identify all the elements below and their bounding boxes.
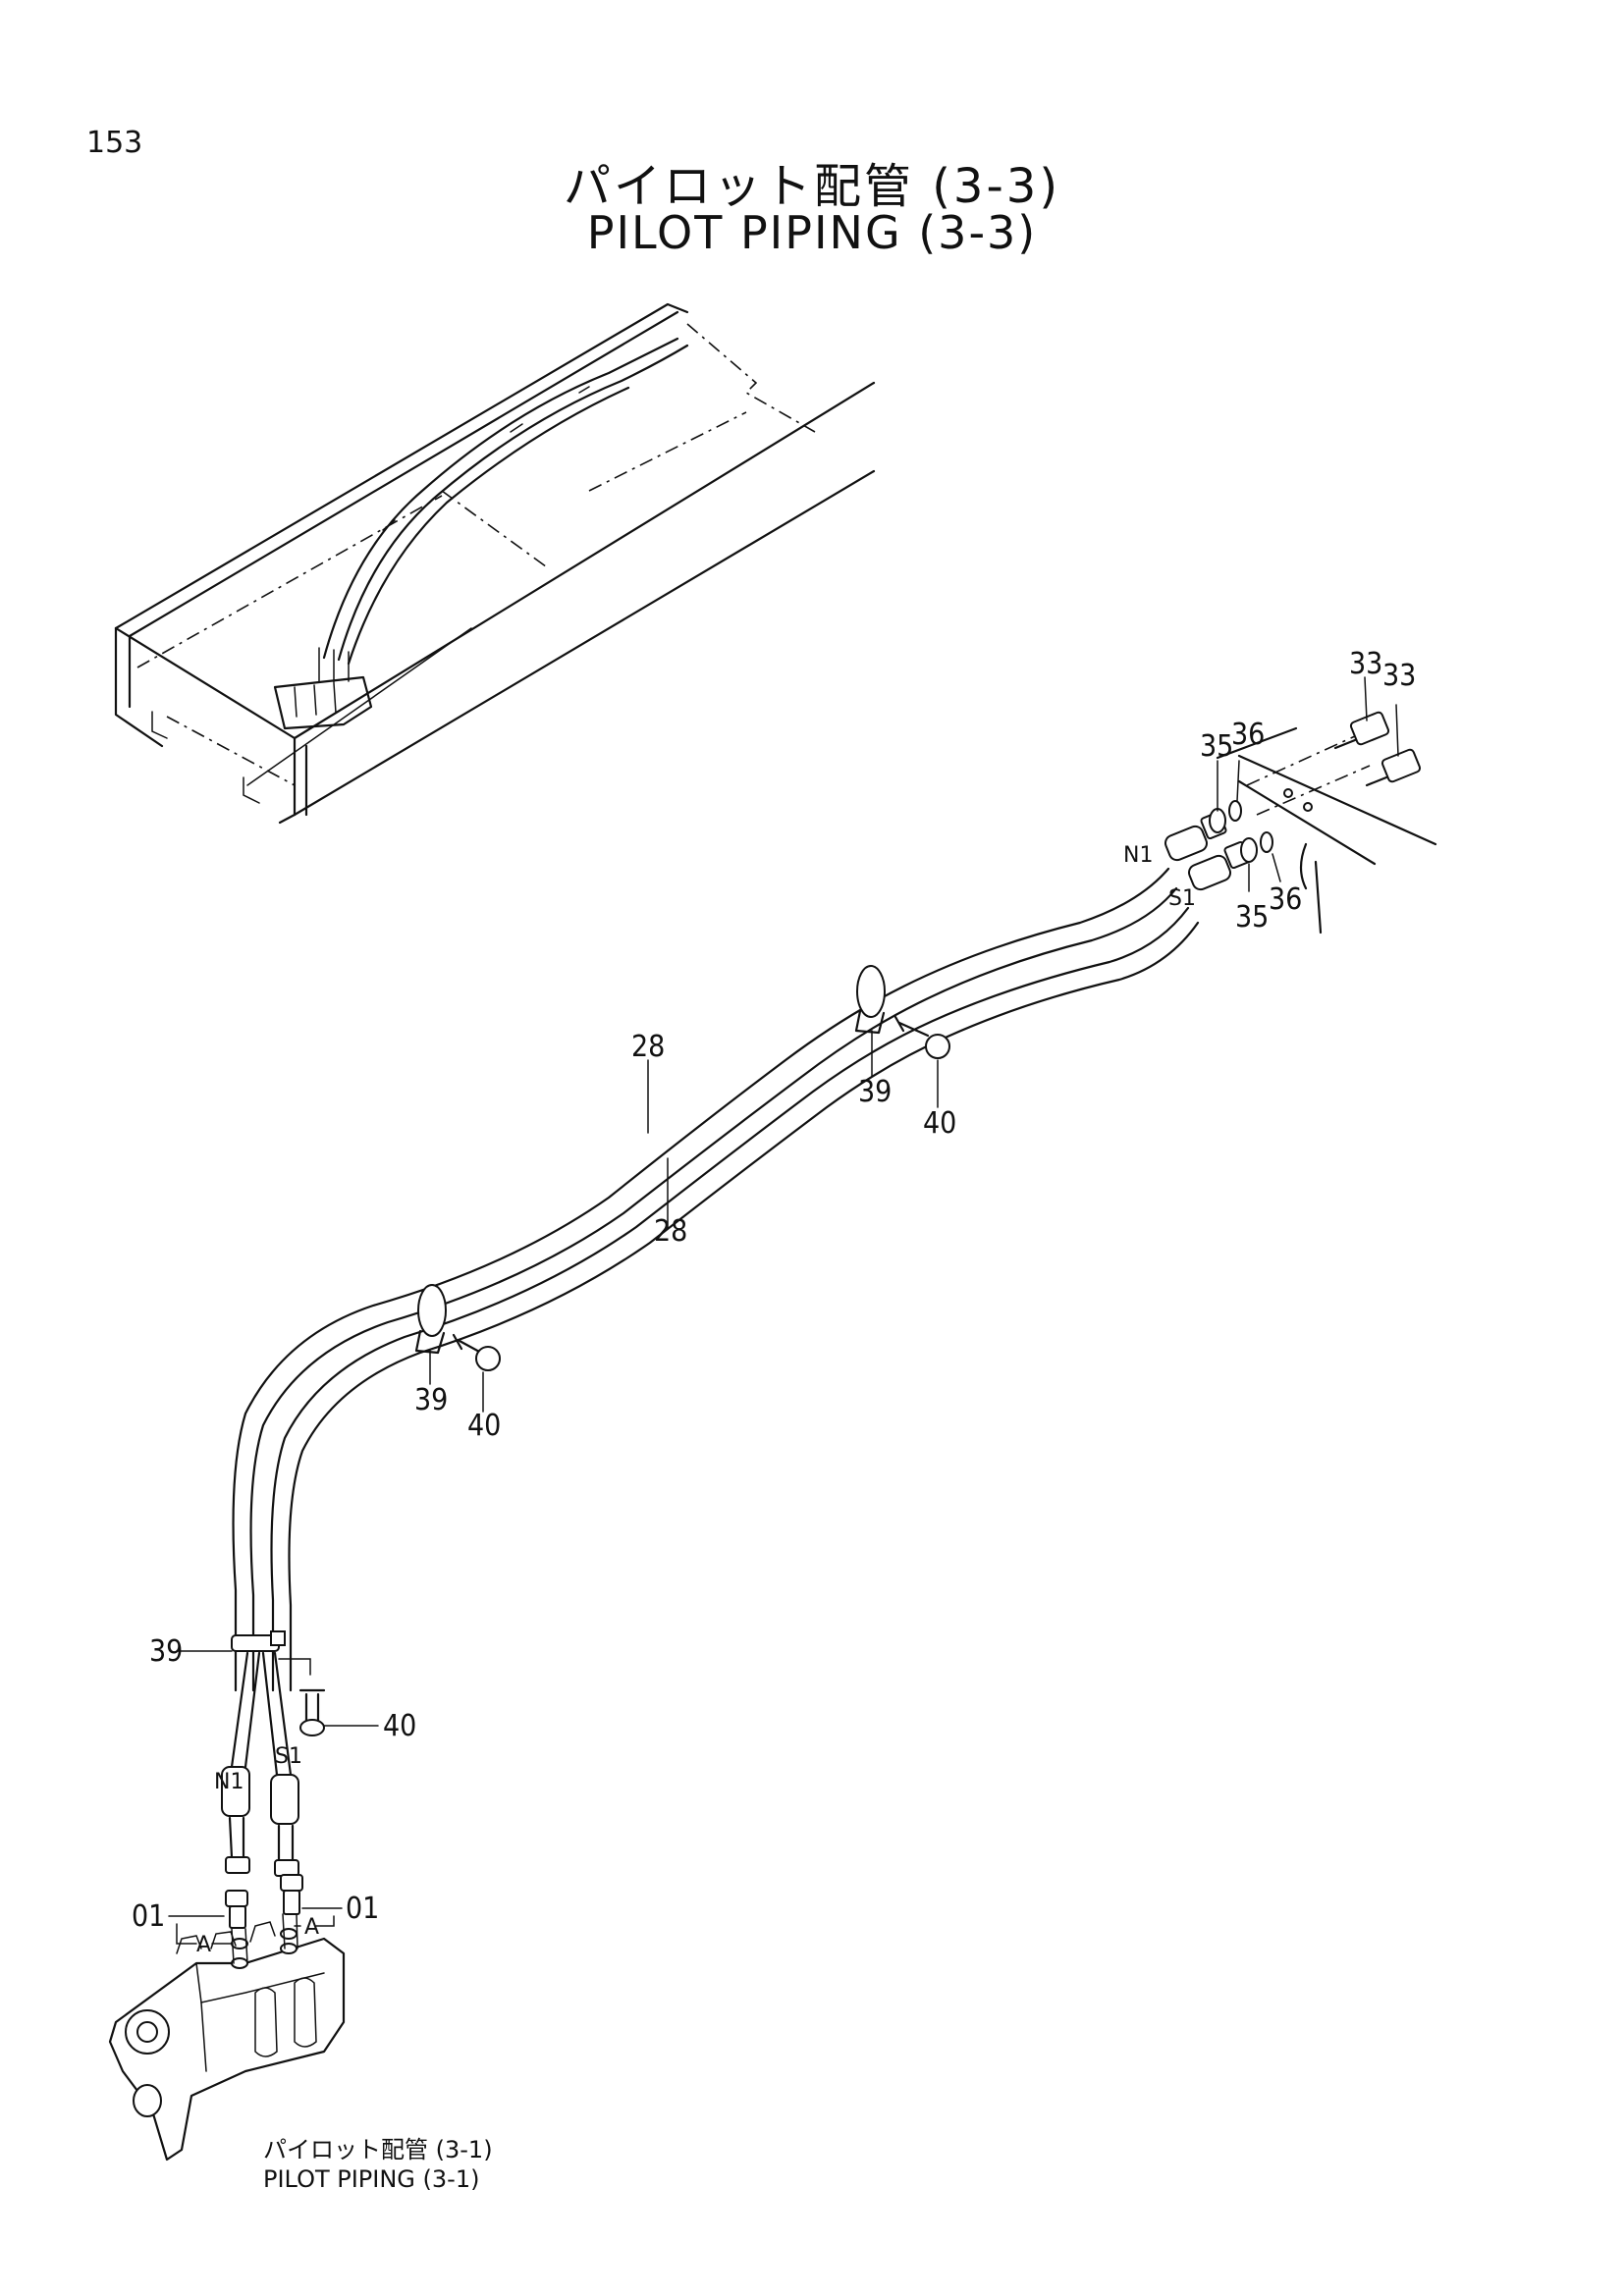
port-label-n1-upper: N1: [1123, 843, 1153, 868]
label-33-right: 33: [1382, 659, 1416, 693]
label-01-left: 01: [132, 1899, 165, 1934]
label-28-upper: 28: [631, 1030, 665, 1064]
label-40-lower: 40: [383, 1709, 416, 1743]
port-label-s1-upper: S1: [1168, 886, 1196, 911]
clamp-39-upper: [854, 965, 950, 1059]
label-35-upper: 35: [1200, 729, 1233, 764]
reference-label-english: PILOT PIPING (3-1): [263, 2165, 479, 2193]
label-01-right: 01: [346, 1892, 379, 1926]
clamp-39-lower: [231, 1630, 326, 1736]
label-36-lower: 36: [1269, 882, 1302, 917]
label-39-middle: 39: [414, 1383, 448, 1417]
port-label-a-right: A: [304, 1915, 319, 1940]
page-title-english: PILOT PIPING (3-3): [586, 206, 1038, 259]
page-number: 153: [86, 126, 143, 160]
port-label-n1-lower: N1: [214, 1770, 244, 1794]
label-36-upper: 36: [1231, 718, 1265, 752]
boom-overview-drawing: [114, 302, 876, 825]
label-40-middle: 40: [467, 1409, 501, 1443]
part-labels: 28 28 39 40 39 40 39 40 33 33 35 36 35 3…: [132, 647, 1416, 2193]
label-40-upper: 40: [923, 1106, 956, 1141]
reference-label-japanese: パイロット配管 (3-1): [263, 2136, 493, 2163]
label-39-upper: 39: [858, 1075, 892, 1109]
page-title-japanese: パイロット配管 (3-3): [563, 159, 1061, 214]
clamp-39-middle: [414, 1284, 501, 1371]
hose-ends-to-valve: [168, 1651, 343, 1949]
control-valve-block: [108, 1913, 346, 2162]
label-33-left: 33: [1349, 647, 1382, 681]
pilot-hose-28: [232, 867, 1200, 1692]
label-39-lower: 39: [149, 1634, 183, 1669]
label-35-lower: 35: [1235, 900, 1269, 934]
port-label-s1-lower: S1: [275, 1744, 302, 1769]
leader-lines: [176, 676, 1399, 1727]
upper-right-fittings: [1164, 711, 1437, 934]
port-label-a-left: A: [196, 1933, 211, 1957]
label-28-lower: 28: [654, 1214, 687, 1249]
